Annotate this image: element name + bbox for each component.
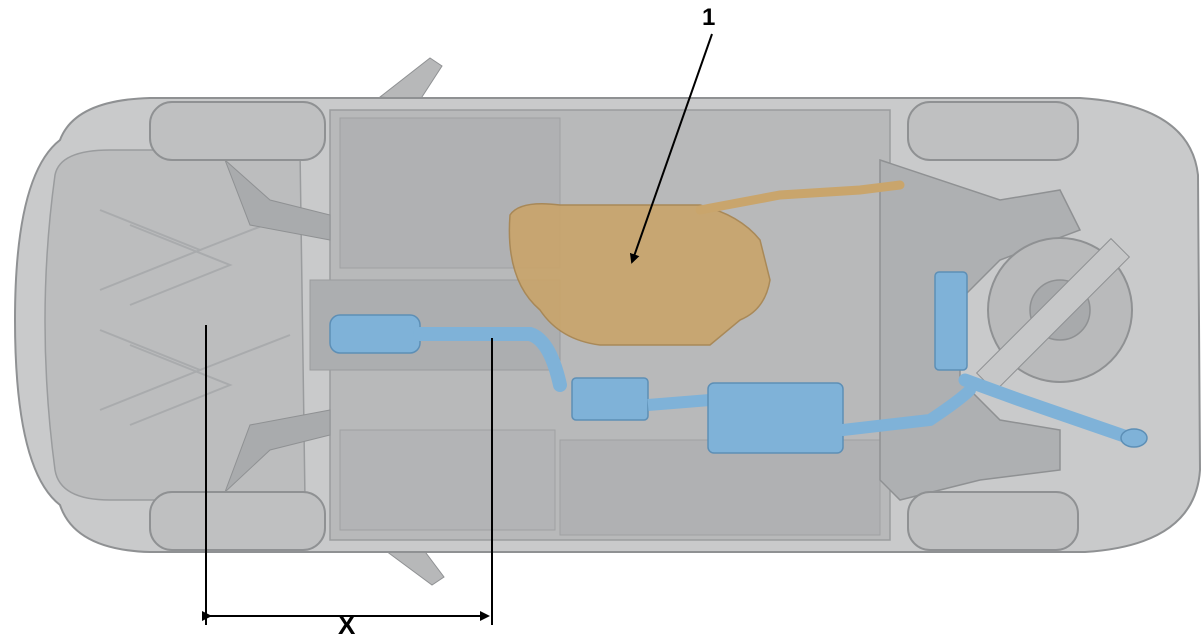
skid-plate-ribs <box>99 209 291 426</box>
fuel-tank <box>508 203 771 346</box>
left-mirror <box>378 57 443 101</box>
exhaust-tip <box>1120 428 1148 448</box>
front-suspension-right <box>224 409 331 493</box>
front-suspension-left <box>224 159 331 241</box>
callout-leader-line <box>629 33 713 264</box>
callout-number-1: 1 <box>702 4 716 31</box>
exhaust-mid-pipe <box>647 394 711 411</box>
floor-panel-lower <box>559 439 881 536</box>
exhaust-front-pipe <box>413 327 567 392</box>
front-left-tire <box>149 101 326 161</box>
exhaust-rear-pipe <box>837 384 976 436</box>
exhaust-system <box>329 271 1148 454</box>
dimension-label-x: X <box>338 610 356 640</box>
front-skid-plate <box>44 149 306 501</box>
exhaust-tailpipe <box>958 373 1137 445</box>
fuel-filler-pipe <box>695 180 905 215</box>
rear-right-tire <box>907 491 1079 551</box>
exhaust-middle-muffler <box>571 377 649 421</box>
exhaust-resonator <box>934 271 968 371</box>
floor-panel-lower-left <box>339 429 556 531</box>
rear-left-tire <box>907 101 1079 161</box>
exhaust-rear-muffler <box>707 382 844 454</box>
front-right-tire <box>149 491 326 551</box>
catalytic-converter <box>329 314 421 354</box>
